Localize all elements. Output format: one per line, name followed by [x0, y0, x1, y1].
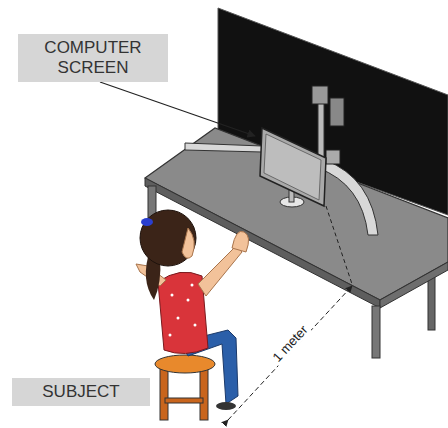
screen-face [264, 134, 321, 200]
camera-rail [185, 143, 262, 152]
camera-body [330, 98, 344, 126]
dimension-guide [326, 206, 352, 284]
dimension-label: 1 meter [268, 320, 312, 365]
shoe [216, 402, 236, 410]
raised-arm [198, 246, 242, 296]
face [182, 228, 194, 258]
leader-line [100, 82, 255, 136]
shirt-dots [169, 284, 197, 337]
dimension-line [228, 286, 352, 420]
callout-box: SUBJECT [12, 378, 150, 406]
callout-text: COMPUTER SCREEN [26, 38, 160, 78]
stool-rung [165, 398, 203, 403]
callout-text: SUBJECT [20, 382, 142, 402]
camera-body [312, 86, 328, 104]
computer-screen [260, 128, 326, 206]
callout-box: COMPUTER SCREEN [18, 34, 168, 82]
camera-mount [326, 150, 340, 164]
hand [232, 231, 249, 252]
stool-leg [160, 365, 168, 420]
table-edge [380, 262, 448, 308]
table-leg [372, 306, 380, 358]
stool-seat [155, 355, 215, 373]
camera-rail [318, 160, 378, 235]
hair [140, 210, 196, 266]
stool-leg [200, 365, 208, 420]
hair-bow [141, 218, 153, 226]
